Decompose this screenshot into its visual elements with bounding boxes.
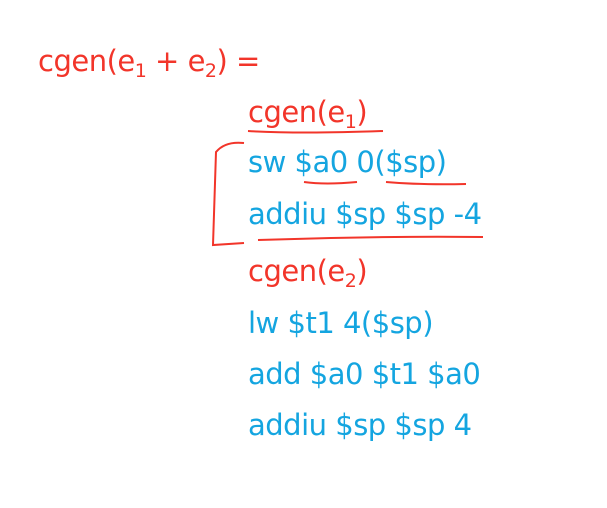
line-text: cgen(e — [248, 95, 345, 129]
underline-cgen-e1 — [247, 130, 384, 134]
subscript: 1 — [344, 111, 357, 133]
subscript: 2 — [344, 270, 357, 292]
line-cgen-e2: cgen(e2) — [248, 254, 368, 291]
underline-offset-sp — [385, 181, 467, 186]
line-cgen-e1: cgen(e1) — [248, 95, 368, 132]
line-text: ) — [356, 95, 368, 129]
header-text-suffix: ) = — [216, 44, 261, 78]
line-text: cgen(e — [248, 254, 345, 288]
line-text: ) — [356, 254, 368, 288]
line-sw: sw $a0 0($sp) — [248, 145, 447, 179]
header-text: cgen(e — [38, 44, 135, 78]
subscript-2: 2 — [204, 60, 217, 82]
bracket-mark — [211, 141, 245, 247]
line-add: add $a0 $t1 $a0 — [248, 357, 481, 391]
header-equation: cgen(e1 + e2) = — [38, 44, 261, 81]
underline-addiu-sp-sp — [257, 235, 484, 241]
subscript-1: 1 — [134, 60, 147, 82]
header-text-mid: + e — [146, 44, 205, 78]
line-lw: lw $t1 4($sp) — [248, 306, 434, 340]
line-addiu-neg: addiu $sp $sp -4 — [248, 197, 482, 231]
underline-a0 — [303, 181, 358, 185]
line-addiu-pos: addiu $sp $sp 4 — [248, 408, 472, 442]
